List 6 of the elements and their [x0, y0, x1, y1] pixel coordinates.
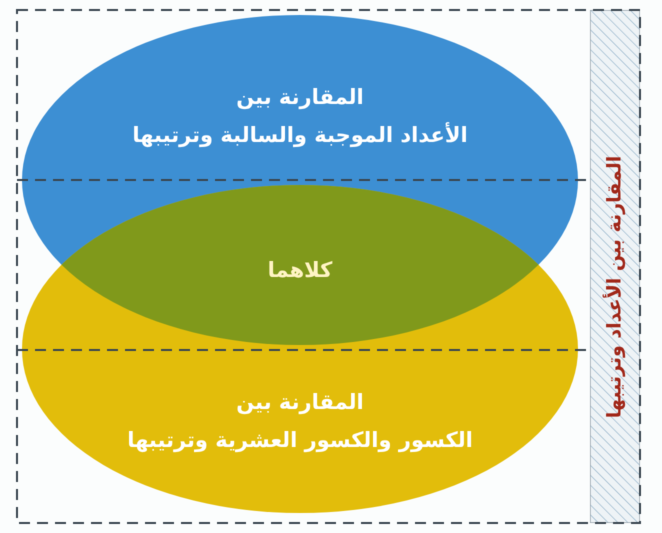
- set-heading: المقارنة بين: [235, 390, 365, 416]
- band-title: المقارنة بين الأعداد وترتيبها: [604, 155, 626, 418]
- overlap-label: كلاهما: [266, 258, 334, 284]
- set-title: الأعداد الموجبة والسالبة وترتيبها: [131, 123, 469, 148]
- set-title: الكسور والكسور العشرية وترتيبها: [126, 428, 474, 454]
- set-heading: المقارنة بين: [235, 85, 365, 110]
